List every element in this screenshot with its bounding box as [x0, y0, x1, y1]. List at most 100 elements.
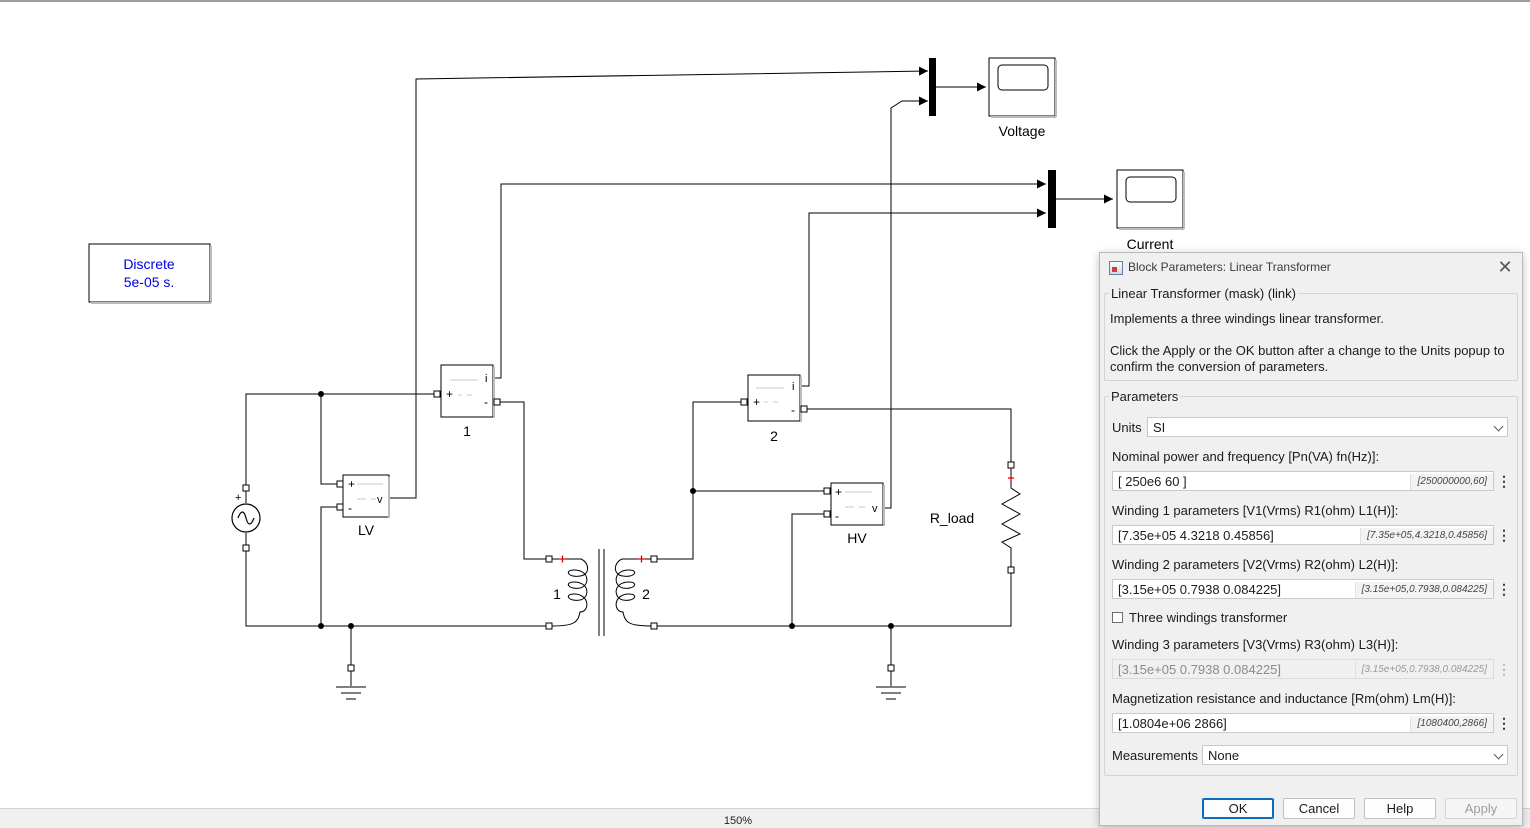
winding-3-label: Winding 3 parameters [V3(Vrms) R3(ohm) L…: [1112, 637, 1399, 652]
svg-text:v: v: [377, 494, 383, 506]
magnetization-more-icon[interactable]: ⋮: [1497, 715, 1511, 731]
dialog-titlebar[interactable]: Block Parameters: Linear Transformer ✕: [1100, 253, 1522, 281]
ok-button[interactable]: OK: [1202, 798, 1274, 819]
wire-source-bottom[interactable]: [245, 548, 549, 627]
nominal-power-more-icon[interactable]: ⋮: [1497, 473, 1511, 489]
description-line-1: Implements a three windings linear trans…: [1110, 311, 1384, 326]
svg-text:+: +: [835, 485, 842, 499]
wire-meter1-to-winding1[interactable]: [497, 401, 549, 560]
zoom-level[interactable]: 150%: [723, 815, 753, 827]
parameters-group: [1104, 396, 1518, 776]
junction-dot: [318, 391, 324, 397]
wire-secondary-bottom[interactable]: [654, 570, 1012, 627]
measurements-dropdown[interactable]: None: [1202, 745, 1508, 765]
winding-1-field[interactable]: [7.35e+05 4.3218 0.45856] [7.35e+05,4.32…: [1112, 525, 1494, 545]
voltage-measurement-lv[interactable]: + - v LV: [336, 474, 390, 538]
voltage-scope-block[interactable]: Voltage: [988, 57, 1057, 139]
mask-group-title: Linear Transformer (mask) (link): [1109, 286, 1298, 301]
parameters-group-title: Parameters: [1109, 389, 1181, 404]
winding-2-field[interactable]: [3.15e+05 0.7938 0.084225] [3.15e+05,0.7…: [1112, 579, 1494, 599]
winding-2-value: [3.15e+05 0.7938 0.084225]: [1118, 582, 1282, 597]
description-line-2: Click the Apply or the OK button after a…: [1110, 343, 1505, 358]
winding-1-value: [7.35e+05 4.3218 0.45856]: [1118, 528, 1274, 543]
measurements-value: None: [1208, 748, 1240, 763]
winding-1-evaluated: [7.35e+05,4.3218,0.45856]: [1360, 528, 1493, 544]
wire-hv-minus[interactable]: [791, 513, 827, 626]
voltage-scope-label: Voltage: [999, 123, 1046, 139]
wire-lv-minus[interactable]: [320, 506, 339, 626]
magnetization-field[interactable]: [1.0804e+06 2866] [1080400,2866]: [1112, 713, 1494, 733]
port-connector: [650, 555, 658, 563]
chevron-down-icon: [1493, 749, 1504, 760]
ac-voltage-source[interactable]: +: [231, 484, 261, 552]
junction-dot: [348, 623, 354, 629]
signal-hv-to-voltage-mux[interactable]: [884, 96, 928, 509]
apply-button: Apply: [1445, 798, 1517, 819]
signal-lines: [389, 66, 1113, 509]
powergui-block[interactable]: Discrete 5e-05 s.: [88, 243, 212, 304]
junction-dot: [789, 623, 795, 629]
nominal-power-evaluated: [250000000,60]: [1410, 474, 1493, 490]
wire-lv-plus[interactable]: [320, 394, 339, 485]
magnetization-label: Magnetization resistance and inductance …: [1112, 691, 1456, 706]
help-button[interactable]: Help: [1364, 798, 1436, 819]
wire-source-top[interactable]: [245, 393, 437, 488]
nominal-power-value: [ 250e6 60 ]: [1118, 474, 1187, 489]
winding-1-label: Winding 1 parameters [V1(Vrms) R1(ohm) L…: [1112, 503, 1399, 518]
ground-primary[interactable]: [336, 664, 366, 700]
description-line-3: confirm the conversion of parameters.: [1110, 359, 1329, 374]
port-connector: [1007, 461, 1015, 469]
signal-meter2-to-current-mux[interactable]: [801, 208, 1046, 387]
powergui-sample-time-text: 5e-05 s.: [124, 274, 175, 290]
port-connector: [545, 555, 553, 563]
load-resistor[interactable]: [1000, 461, 1022, 574]
physical-connections: [245, 393, 1012, 668]
model-canvas[interactable]: Discrete 5e-05 s. + + - v LV: [0, 0, 1530, 808]
linear-transformer-block[interactable]: [545, 549, 658, 636]
three-windings-label[interactable]: Three windings transformer: [1129, 610, 1288, 625]
close-icon[interactable]: ✕: [1497, 257, 1513, 277]
port-connector: [545, 622, 553, 630]
svg-text:-: -: [835, 509, 839, 523]
voltage-measurement-hv[interactable]: + - v HV: [823, 482, 885, 546]
svg-text:+: +: [753, 395, 760, 409]
magnetization-value: [1.0804e+06 2866]: [1118, 716, 1227, 731]
voltage-mux-block[interactable]: [929, 58, 936, 116]
winding-2-label: Winding 2 parameters [V2(Vrms) R2(ohm) L…: [1112, 557, 1399, 572]
winding-1-more-icon[interactable]: ⋮: [1497, 527, 1511, 543]
winding-3-field: [3.15e+05 0.7938 0.084225] [3.15e+05,0.7…: [1112, 659, 1494, 679]
nominal-power-field[interactable]: [ 250e6 60 ] [250000000,60]: [1112, 471, 1494, 491]
current-measurement-2[interactable]: i + - 2: [740, 374, 808, 444]
chevron-down-icon: [1493, 421, 1504, 432]
signal-lv-to-voltage-mux[interactable]: [389, 66, 929, 499]
junctions: [318, 391, 894, 629]
svg-text:-: -: [791, 403, 795, 417]
svg-text:v: v: [872, 503, 878, 515]
port-connector: [242, 484, 250, 492]
window-top-border: [0, 0, 1530, 2]
units-dropdown[interactable]: SI: [1147, 417, 1508, 437]
signal-meter1-to-current-mux[interactable]: [494, 179, 1046, 379]
port-connector: [823, 487, 831, 495]
winding-3-evaluated: [3.15e+05,0.7938,0.084225]: [1354, 662, 1493, 678]
winding-2-more-icon[interactable]: ⋮: [1497, 581, 1511, 597]
block-parameters-icon: [1109, 261, 1123, 275]
scope-screen-icon: [997, 64, 1049, 91]
lv-label: LV: [358, 522, 375, 538]
port-connector: [242, 544, 250, 552]
ground-secondary[interactable]: [876, 664, 906, 700]
current-scope-block[interactable]: Current: [1116, 169, 1185, 252]
wire-winding2-to-meter2[interactable]: [654, 401, 744, 560]
port-connector: [493, 398, 501, 406]
svg-text:i: i: [792, 381, 794, 393]
wire-meter2-to-load[interactable]: [805, 408, 1012, 465]
current-measurement-1[interactable]: i + - 1: [433, 364, 501, 439]
current-mux-block[interactable]: [1048, 170, 1056, 228]
cancel-button[interactable]: Cancel: [1283, 798, 1355, 819]
three-windings-checkbox[interactable]: [1112, 612, 1123, 623]
hv-label: HV: [847, 530, 867, 546]
meter-2-label: 2: [770, 428, 778, 444]
winding-1-label: 1: [553, 586, 561, 602]
port-connector: [823, 510, 831, 518]
